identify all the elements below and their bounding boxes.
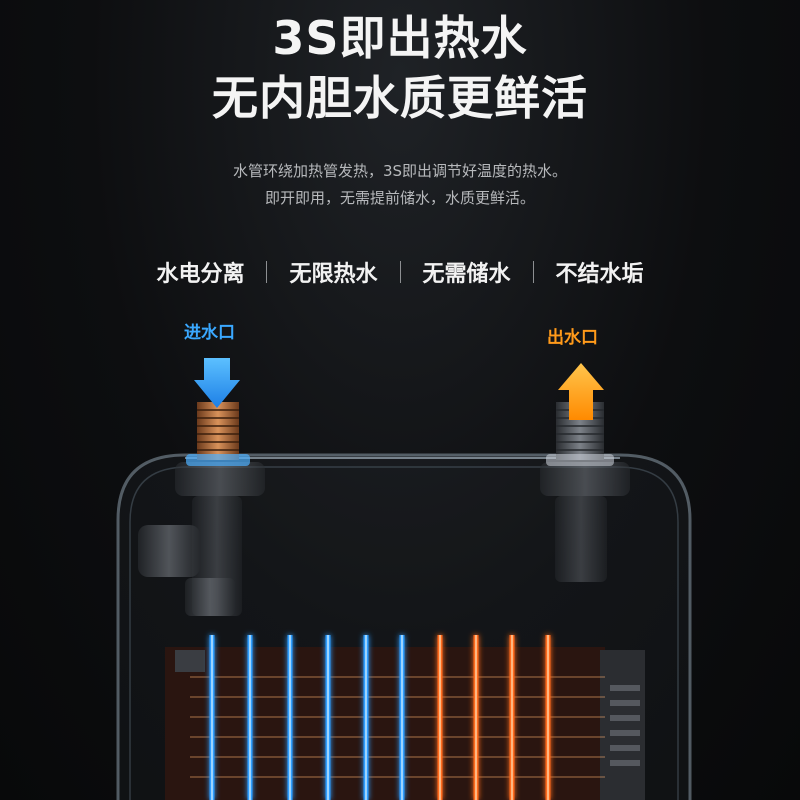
outlet-label: 出水口	[547, 328, 598, 348]
feature-divider	[266, 261, 268, 283]
outlet-fittings	[540, 462, 630, 582]
feature-list: 水电分离 无限热水 无需储水 不结水垢	[0, 256, 800, 288]
feature-item: 不结水垢	[555, 262, 644, 287]
headline-line2: 无内胆水质更鲜活	[212, 71, 588, 125]
description-line2: 即开即用，无需提前储水，水质更鲜活。	[264, 189, 535, 207]
heating-element	[165, 635, 645, 800]
feature-divider	[399, 261, 401, 283]
feature-item: 水电分离	[156, 262, 245, 287]
description-line1: 水管环绕加热管发热，3S即出调节好温度的热水。	[232, 162, 568, 180]
arrow-up-icon	[558, 363, 604, 420]
headline-line1: 3S即出热水	[272, 11, 528, 65]
feature-divider	[532, 261, 534, 283]
arrow-down-icon	[194, 358, 240, 408]
inlet-connector	[186, 402, 250, 466]
heater-diagram	[116, 358, 692, 800]
inlet-label: 进水口	[184, 323, 235, 343]
feature-item: 无限热水	[289, 262, 378, 287]
feature-item: 无需储水	[422, 262, 511, 287]
